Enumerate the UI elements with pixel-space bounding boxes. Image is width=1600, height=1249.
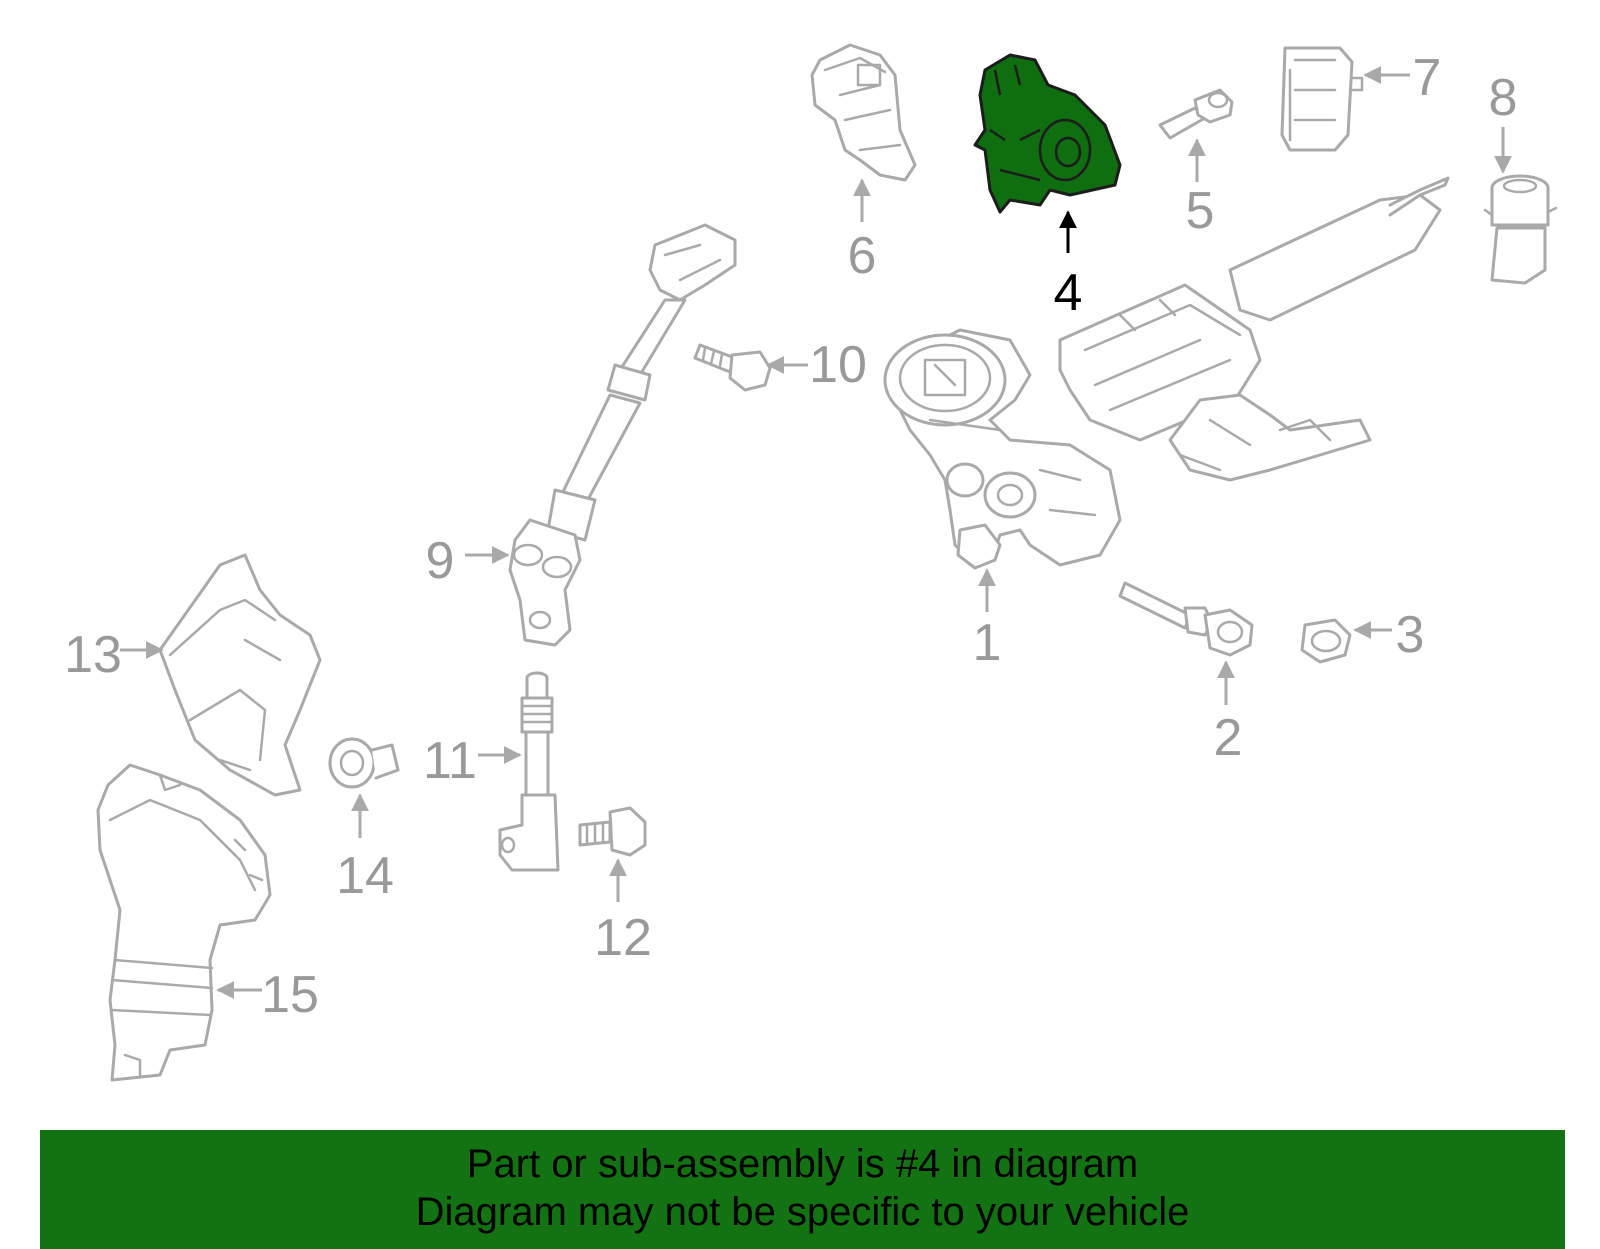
part-6-sensor[interactable] <box>810 43 917 182</box>
part-13-cover[interactable] <box>158 553 322 797</box>
callout-12: 12 <box>594 909 652 967</box>
callout-2: 2 <box>1214 709 1243 767</box>
callout-7: 7 <box>1413 49 1442 107</box>
part-3-nut[interactable] <box>1300 618 1352 664</box>
callout-arrows <box>120 66 1512 999</box>
callout-11: 11 <box>423 732 477 790</box>
part-7-switch[interactable] <box>1280 46 1364 152</box>
part-11-shaft[interactable] <box>498 671 560 872</box>
part-8-sensor[interactable] <box>1483 174 1558 285</box>
callout-3: 3 <box>1396 606 1425 664</box>
part-10-bolt[interactable] <box>693 343 772 392</box>
info-banner: Part or sub-assembly is #4 in diagram Di… <box>40 1130 1565 1249</box>
part-15-lower-cover[interactable] <box>96 763 272 1082</box>
callout-9: 9 <box>426 532 455 590</box>
callout-labels: 6 4 5 7 8 10 9 1 2 3 13 14 11 12 15 <box>64 49 1517 1024</box>
callout-1: 1 <box>973 614 1002 672</box>
part-4-lock-housing[interactable] <box>973 53 1122 214</box>
callout-8: 8 <box>1489 69 1518 127</box>
callout-13: 13 <box>64 626 122 684</box>
banner-part-line: Part or sub-assembly is #4 in diagram <box>466 1142 1139 1186</box>
part-2-long-bolt[interactable] <box>1118 581 1254 657</box>
part-14-clip[interactable] <box>328 737 400 789</box>
banner-disclaimer-line: Diagram may not be specific to your vehi… <box>415 1190 1190 1234</box>
callout-4: 4 <box>1054 264 1083 322</box>
part-5-bolt[interactable] <box>1158 88 1234 140</box>
callout-5: 5 <box>1186 182 1215 240</box>
part-12-bolt[interactable] <box>578 806 647 857</box>
callout-10: 10 <box>809 336 867 394</box>
callout-14: 14 <box>336 847 394 905</box>
callout-15: 15 <box>261 966 319 1024</box>
part-9-intermediate-shaft[interactable] <box>508 223 737 647</box>
callout-6: 6 <box>848 227 877 285</box>
part-1-steering-column[interactable] <box>883 176 1450 570</box>
